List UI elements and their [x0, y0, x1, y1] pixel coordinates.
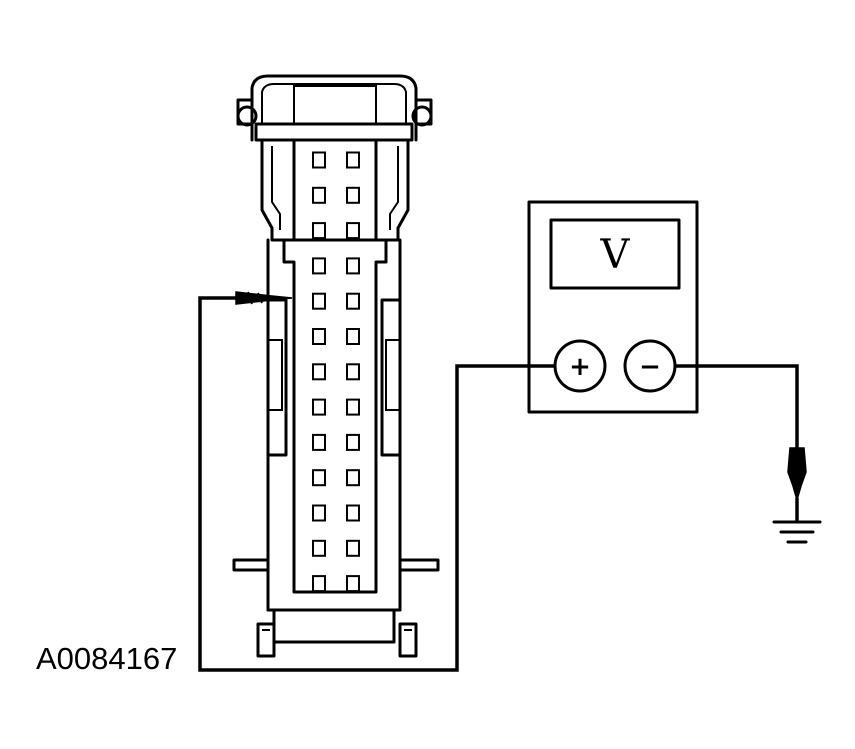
connector-top-cap [250, 74, 418, 142]
connector-pin [312, 539, 326, 557]
connector-body [266, 238, 402, 612]
right-latch [380, 298, 402, 457]
connector-pin [312, 398, 326, 416]
pin-block [282, 138, 388, 594]
connector-pins [312, 151, 360, 593]
connector-pin [312, 504, 326, 522]
connector-pin [346, 469, 360, 487]
connector-pin [312, 186, 326, 204]
connector-pin [346, 504, 360, 522]
connector-inner-cap [261, 83, 407, 124]
right-flange [398, 558, 440, 572]
figure-id: A0084167 [36, 641, 177, 676]
connector-pin [346, 328, 360, 345]
connector-pin [346, 151, 360, 169]
ground-wire [675, 364, 799, 450]
negative-symbol: − [639, 352, 661, 382]
multimeter-display [549, 218, 681, 290]
connector-pin [346, 292, 360, 310]
connector-pin [346, 539, 360, 557]
multimeter-body [527, 200, 699, 414]
positive-terminal[interactable] [553, 339, 607, 393]
connector-pin [346, 257, 360, 275]
connector-base [266, 608, 402, 644]
connector-pin [346, 363, 360, 381]
left-flange [232, 558, 270, 572]
connector-pin [346, 186, 360, 204]
probe-wire [198, 296, 555, 672]
display-symbol: V [600, 232, 631, 278]
connector-pin [346, 222, 360, 240]
connector-top-window [293, 85, 377, 124]
connector-pin [312, 575, 326, 593]
connector-pin [312, 433, 326, 451]
ground-symbol [772, 520, 822, 544]
ground-probe [787, 447, 807, 503]
connector-pin [312, 328, 326, 345]
connector-upper-body [260, 138, 410, 242]
back-probe [198, 291, 555, 672]
right-foot [398, 622, 418, 658]
multimeter: V + − [527, 200, 699, 414]
connector-pin [312, 292, 326, 310]
connector-pin [346, 433, 360, 451]
probe-tip [235, 291, 293, 305]
connector-pin [312, 222, 326, 240]
connector-pin [312, 151, 326, 169]
connector-pin [346, 575, 360, 593]
left-latch [266, 298, 288, 457]
connector [232, 74, 440, 658]
connector-pin [346, 398, 360, 416]
connector-collar [254, 122, 414, 142]
connector-pin [312, 363, 326, 381]
left-foot [256, 622, 276, 658]
connector-pin [312, 257, 326, 275]
positive-symbol: + [569, 352, 591, 382]
ground-lead [675, 364, 822, 544]
connector-pin [312, 469, 326, 487]
